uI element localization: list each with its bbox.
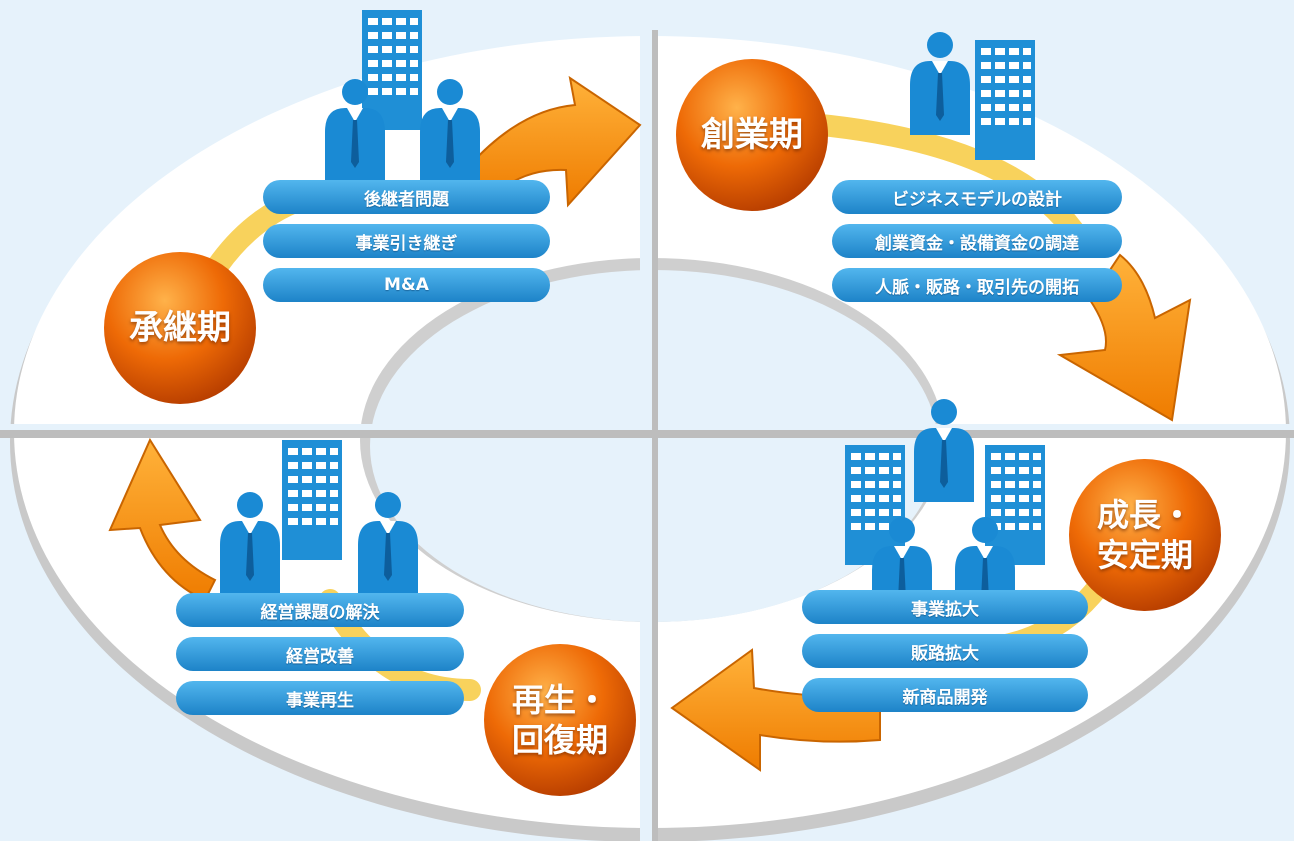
item-saisei-2: 経営改善 bbox=[286, 646, 354, 667]
item-sogyo-2: 創業資金・設備資金の調達 bbox=[875, 233, 1079, 254]
item-seicho-2: 販路拡大 bbox=[911, 643, 979, 664]
item-saisei-3: 事業再生 bbox=[286, 690, 354, 711]
phase-title-line2: 回復期 bbox=[511, 721, 608, 759]
item-seicho-1: 事業拡大 bbox=[911, 599, 979, 620]
item-seicho-3: 新商品開発 bbox=[902, 687, 988, 708]
item-sogyo-1: ビジネスモデルの設計 bbox=[892, 189, 1062, 210]
item-shokei-3: M&A bbox=[384, 275, 429, 295]
ring bbox=[0, 30, 1294, 841]
orb-saisei bbox=[484, 644, 636, 796]
pills-bg bbox=[176, 180, 1122, 715]
orb-shokei bbox=[104, 252, 256, 404]
phase-label-shokei: 承継期 bbox=[104, 293, 256, 363]
phase-label-sogyo: 創業期 bbox=[676, 100, 828, 170]
phase-title-line1: 成長・ bbox=[1096, 496, 1193, 534]
phase-title: 創業期 bbox=[701, 114, 803, 155]
item-saisei-1: 経営課題の解決 bbox=[260, 602, 380, 623]
item-shokei-2: 事業引き継ぎ bbox=[355, 233, 458, 254]
item-sogyo-3: 人脈・販路・取引先の開拓 bbox=[875, 277, 1079, 298]
arrow-left bbox=[108, 437, 217, 602]
phase-label-saisei: 再生・ 回復期 bbox=[484, 665, 636, 775]
phase-title-line2: 安定期 bbox=[1096, 536, 1193, 574]
orb-sogyo bbox=[676, 59, 828, 211]
phase-title: 承継期 bbox=[129, 307, 231, 348]
item-shokei-1: 後継者問題 bbox=[364, 189, 449, 210]
phase-label-seicho: 成長・ 安定期 bbox=[1069, 480, 1221, 590]
orb-seicho bbox=[1069, 459, 1221, 611]
phase-title-line1: 再生・ bbox=[511, 681, 608, 719]
